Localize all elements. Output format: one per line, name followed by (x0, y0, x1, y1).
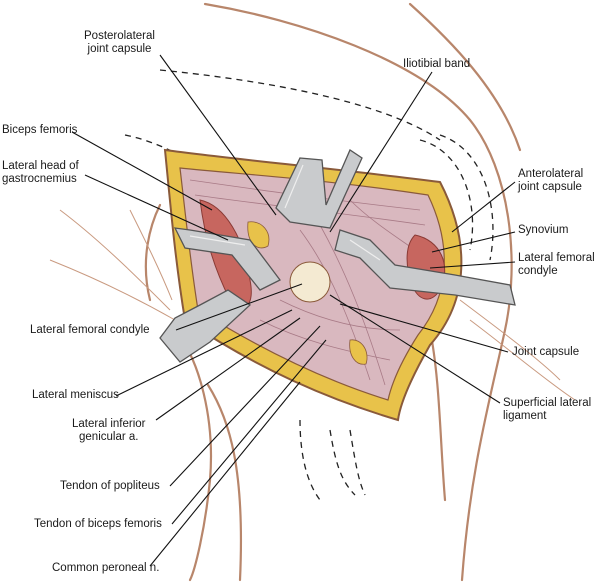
label-line: Lateral femoral condyle (30, 324, 150, 336)
retractor-highlights (189, 164, 381, 261)
leader-synovium (431, 231, 516, 253)
label-biceps-femoris: Biceps femoris (2, 124, 77, 137)
label-anterolateral-joint-capsule: Anterolateral joint capsule (518, 168, 583, 194)
label-line: condyle (518, 265, 558, 277)
label-line: Tendon of popliteus (60, 480, 160, 492)
label-line: Superficial lateral (503, 397, 592, 409)
label-lateral-meniscus: Lateral meniscus (32, 389, 119, 402)
leader-iliotibial-band (329, 71, 433, 233)
leader-tendon-biceps-femoris (171, 339, 327, 525)
dashed-contours (124, 69, 494, 501)
retractor-top (275, 149, 363, 229)
label-line: joint capsule (518, 181, 582, 193)
label-line: genicular a. (79, 431, 139, 443)
leader-lateral-femoral-condyle-left (175, 283, 303, 331)
label-joint-capsule: Joint capsule (512, 346, 579, 359)
leader-lateral-head-gastrocnemius (84, 174, 229, 241)
fat-pocket (247, 221, 270, 249)
label-line: Lateral inferior (72, 418, 146, 430)
leader-lateral-meniscus (115, 309, 293, 397)
label-lateral-femoral-condyle-left: Lateral femoral condyle (30, 324, 150, 337)
label-line: Biceps femoris (2, 124, 78, 136)
retractors (159, 149, 516, 363)
fat-pocket (349, 339, 368, 365)
label-synovium: Synovium (518, 224, 569, 237)
label-line: Iliotibial band (403, 58, 471, 70)
sketch-lines (49, 209, 576, 401)
label-tendon-of-biceps-femoris: Tendon of biceps femoris (34, 518, 162, 531)
leader-tendon-popliteus (169, 325, 321, 487)
leader-anterolateral-capsule (451, 181, 516, 233)
label-line: Synovium (518, 224, 569, 236)
retractor-left-upper (173, 227, 281, 291)
label-line: Joint capsule (512, 346, 580, 358)
label-lateral-head-gastrocnemius: Lateral head of gastrocnemius (2, 160, 79, 186)
label-posterolateral-joint-capsule: Posterolateral joint capsule (84, 30, 155, 56)
label-line: gastrocnemius (2, 173, 77, 185)
retractor-left-lower (159, 289, 252, 363)
label-tendon-of-popliteus: Tendon of popliteus (60, 480, 160, 493)
label-line: Lateral femoral (518, 252, 595, 264)
leader-biceps-femoris (71, 131, 213, 211)
leader-lateral-femoral-condyle-right (429, 261, 516, 269)
label-common-peroneal-nerve: Common peroneal n. (52, 562, 159, 575)
label-line: Common peroneal n. (52, 562, 160, 574)
leader-posterolateral-capsule (159, 54, 277, 216)
label-line: ligament (503, 410, 547, 422)
label-line: Lateral meniscus (32, 389, 119, 401)
leader-superficial-lateral-ligament (329, 294, 501, 404)
leader-joint-capsule (339, 303, 509, 353)
label-iliotibial-band: Iliotibial band (403, 58, 470, 71)
label-lateral-femoral-condyle-right: Lateral femoral condyle (518, 252, 595, 278)
label-superficial-lateral-ligament: Superficial lateral ligament (503, 397, 591, 423)
label-line: Anterolateral (518, 168, 584, 180)
leader-lines (71, 54, 516, 567)
retractor-right (334, 229, 516, 306)
label-line: Posterolateral (84, 30, 155, 42)
label-line: Tendon of biceps femoris (34, 518, 162, 530)
label-lateral-inferior-genicular: Lateral inferior genicular a. (72, 418, 146, 444)
leader-lateral-inferior-genicular (155, 317, 301, 421)
label-line: joint capsule (87, 43, 152, 55)
leader-common-peroneal (149, 381, 301, 567)
condyle-surface (289, 261, 331, 303)
label-line: Lateral head of (2, 160, 79, 172)
